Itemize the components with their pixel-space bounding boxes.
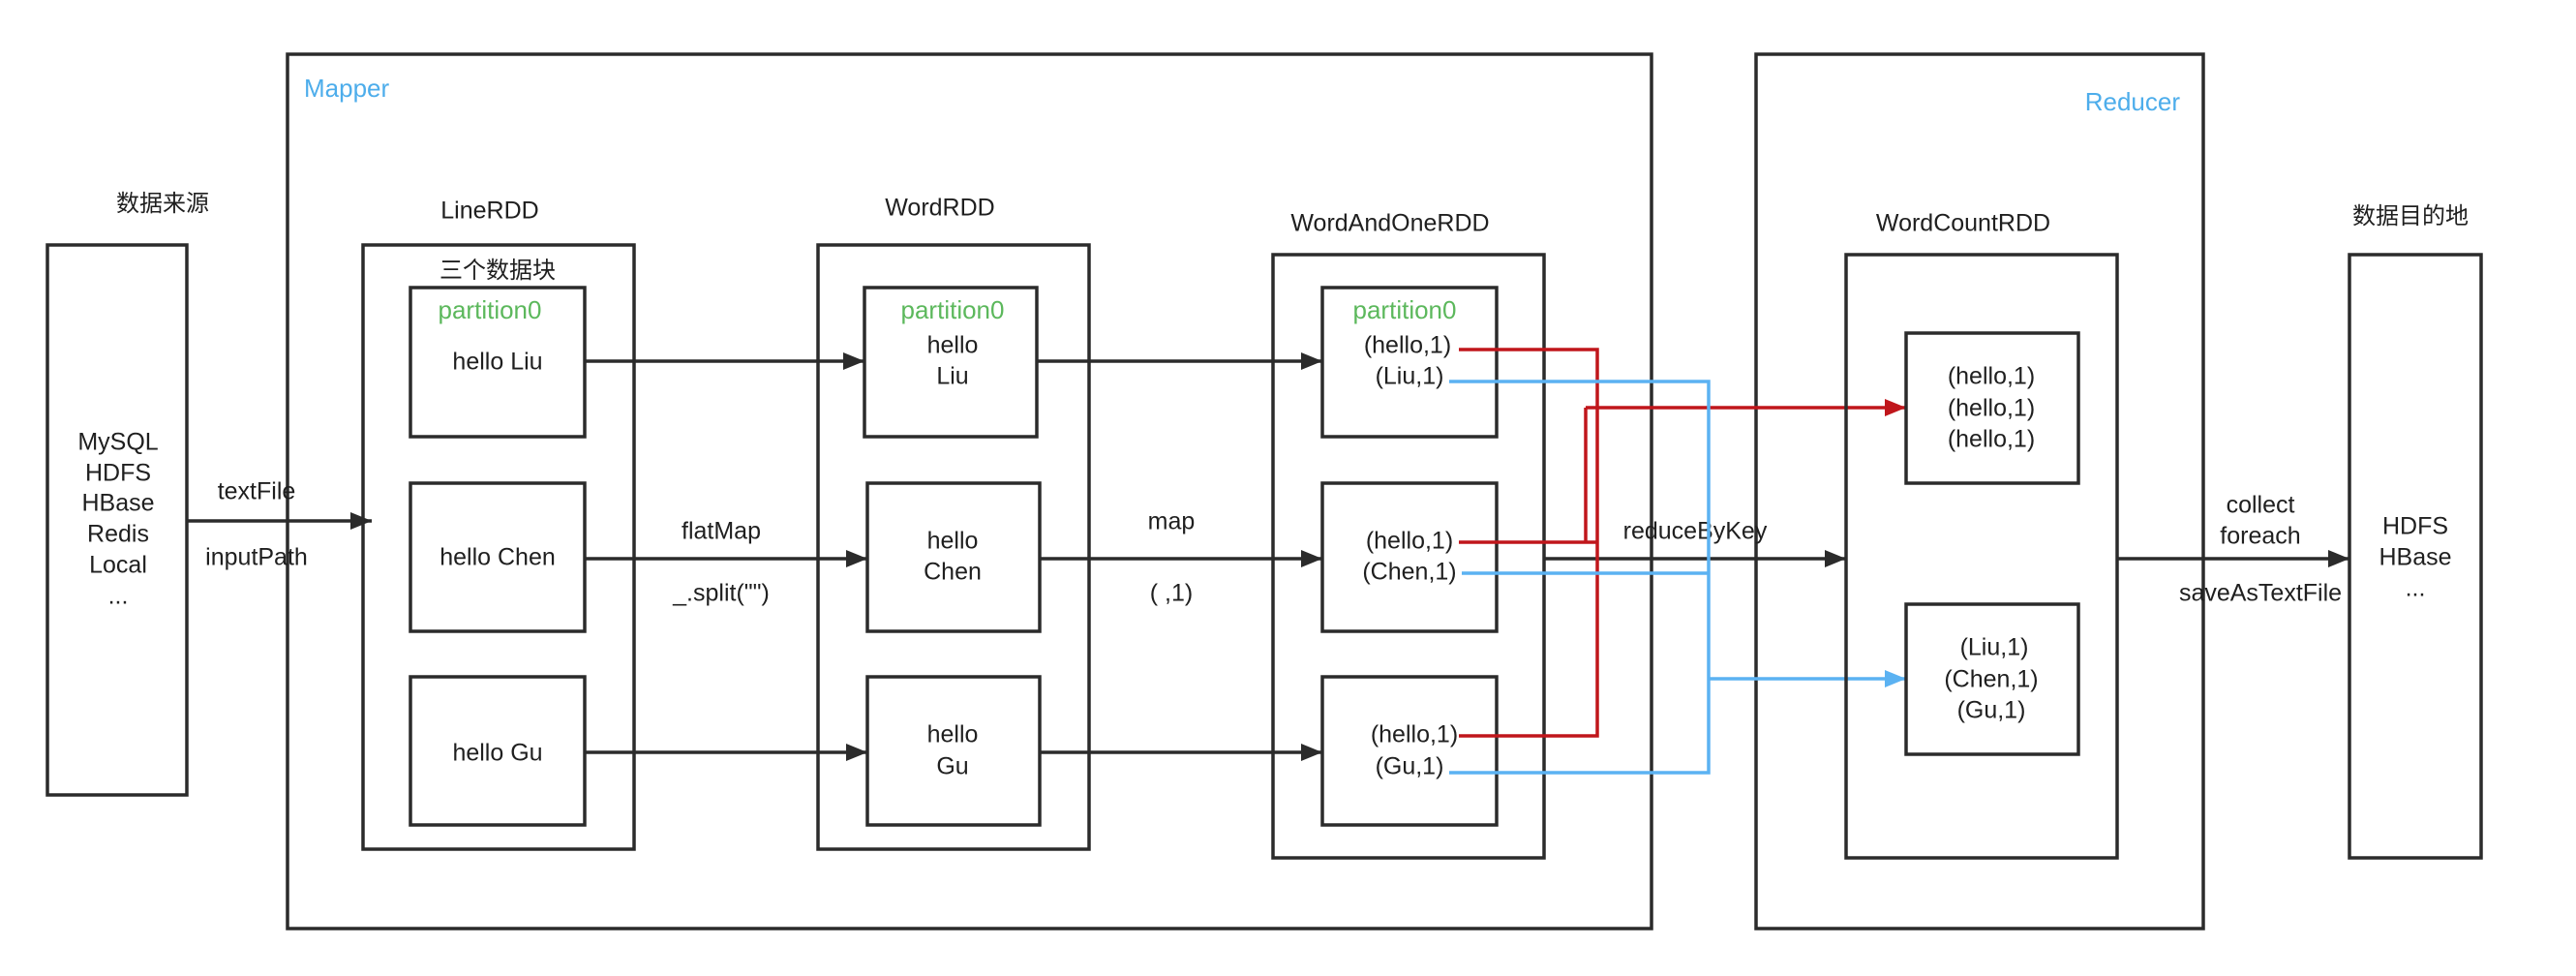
partition-content: hello <box>927 332 979 359</box>
line-rdd-title: LineRDD <box>440 198 538 225</box>
partition-content: Chen <box>924 559 982 586</box>
word-count-rdd-title: WordCountRDD <box>1876 210 2050 237</box>
line-rdd-partition: partition0 hello Liu <box>409 286 587 439</box>
write-edge: collect foreach saveAsTextFile <box>2117 492 2349 607</box>
map-method-label: map <box>1148 508 1196 535</box>
write-method-label: foreach <box>2220 523 2300 550</box>
flatmap-edges: flatMap _.split("") <box>585 352 867 761</box>
group-content: (hello,1) <box>1948 363 2035 390</box>
reducer-container: Reducer <box>1754 52 2205 930</box>
partition-label: partition0 <box>439 295 542 324</box>
word-rdd: WordRDD partition0 hello Liu hello Chen … <box>816 195 1091 851</box>
partition-content: (hello,1) <box>1366 528 1453 555</box>
word-and-one-partition: (hello,1) (Gu,1) <box>1320 675 1499 827</box>
group-content: (hello,1) <box>1948 395 2035 422</box>
source-item: HBase <box>81 490 154 517</box>
partition-label: partition0 <box>1353 295 1457 324</box>
data-sink: 数据目的地 HDFS HBase ... <box>2348 202 2483 860</box>
partition-content: hello Liu <box>452 349 542 376</box>
line-rdd-partition: hello Gu <box>409 675 587 827</box>
partition-content: hello <box>927 721 979 748</box>
source-item: MySQL <box>77 429 158 456</box>
mapper-container: Mapper <box>286 52 1653 930</box>
read-method-label: textFile <box>218 478 296 505</box>
source-item: HDFS <box>85 460 151 487</box>
partition-content: (Liu,1) <box>1376 363 1444 390</box>
word-count-group: (Liu,1) (Chen,1) (Gu,1) <box>1904 602 2080 756</box>
sink-item: ... <box>2406 575 2426 602</box>
hello-shuffle-edges <box>1459 348 1906 738</box>
sink-item: HBase <box>2379 544 2451 571</box>
word-rdd-partition: hello Gu <box>865 675 1042 827</box>
write-method-label: saveAsTextFile <box>2179 580 2342 607</box>
write-method-label: collect <box>2227 492 2295 519</box>
source-item: ... <box>108 583 129 610</box>
reduce-edge: reduceByKey <box>1544 518 1846 567</box>
source-item: Redis <box>87 521 149 548</box>
group-content: (Liu,1) <box>1960 634 2029 661</box>
flatmap-arg-label: _.split("") <box>672 580 770 607</box>
data-sink-title: 数据目的地 <box>2352 202 2469 229</box>
word-count-group: (hello,1) (hello,1) (hello,1) <box>1904 331 2080 485</box>
partition-content: hello <box>927 528 979 555</box>
partition-content: Liu <box>936 363 968 390</box>
group-content: (Chen,1) <box>1944 666 2038 693</box>
group-content: (Gu,1) <box>1957 697 2026 724</box>
partition-content: (hello,1) <box>1371 721 1458 748</box>
data-source-title: 数据来源 <box>116 190 209 217</box>
reducer-label: Reducer <box>2085 87 2181 116</box>
partition-content: (Chen,1) <box>1362 559 1456 586</box>
word-and-one-rdd-title: WordAndOneRDD <box>1290 210 1489 237</box>
read-arg-label: inputPath <box>205 544 308 571</box>
partition-content: Gu <box>936 753 968 780</box>
reduce-method-label: reduceByKey <box>1623 518 1768 545</box>
word-rdd-title: WordRDD <box>885 195 994 222</box>
partition-content: (Gu,1) <box>1376 753 1444 780</box>
flatmap-method-label: flatMap <box>682 518 761 545</box>
word-and-one-partition: partition0 (hello,1) (Liu,1) <box>1320 286 1499 439</box>
word-rdd-partition: hello Chen <box>865 481 1042 633</box>
map-edges: map ( ,1) <box>1037 352 1322 761</box>
read-edge: textFile inputPath <box>187 478 372 571</box>
mapper-label: Mapper <box>304 74 389 103</box>
line-rdd-note: 三个数据块 <box>439 257 556 284</box>
word-and-one-rdd: WordAndOneRDD partition0 (hello,1) (Liu,… <box>1271 210 1546 860</box>
other-shuffle-edges <box>1449 380 1906 775</box>
group-content: (hello,1) <box>1948 426 2035 453</box>
word-rdd-partition: partition0 hello Liu <box>863 286 1039 439</box>
partition-label: partition0 <box>901 295 1005 324</box>
data-source: 数据来源 MySQL HDFS HBase Redis Local ... <box>45 190 209 797</box>
source-item: Local <box>89 552 147 579</box>
line-rdd-partition: hello Chen <box>409 481 587 633</box>
map-arg-label: ( ,1) <box>1150 580 1193 607</box>
word-and-one-partition: (hello,1) (Chen,1) <box>1320 481 1499 633</box>
word-count-rdd: WordCountRDD (hello,1) (hello,1) (hello,… <box>1844 210 2119 860</box>
sink-item: HDFS <box>2382 513 2448 540</box>
partition-content: (hello,1) <box>1364 332 1451 359</box>
partition-content: hello Chen <box>439 544 556 571</box>
partition-content: hello Gu <box>452 740 542 767</box>
